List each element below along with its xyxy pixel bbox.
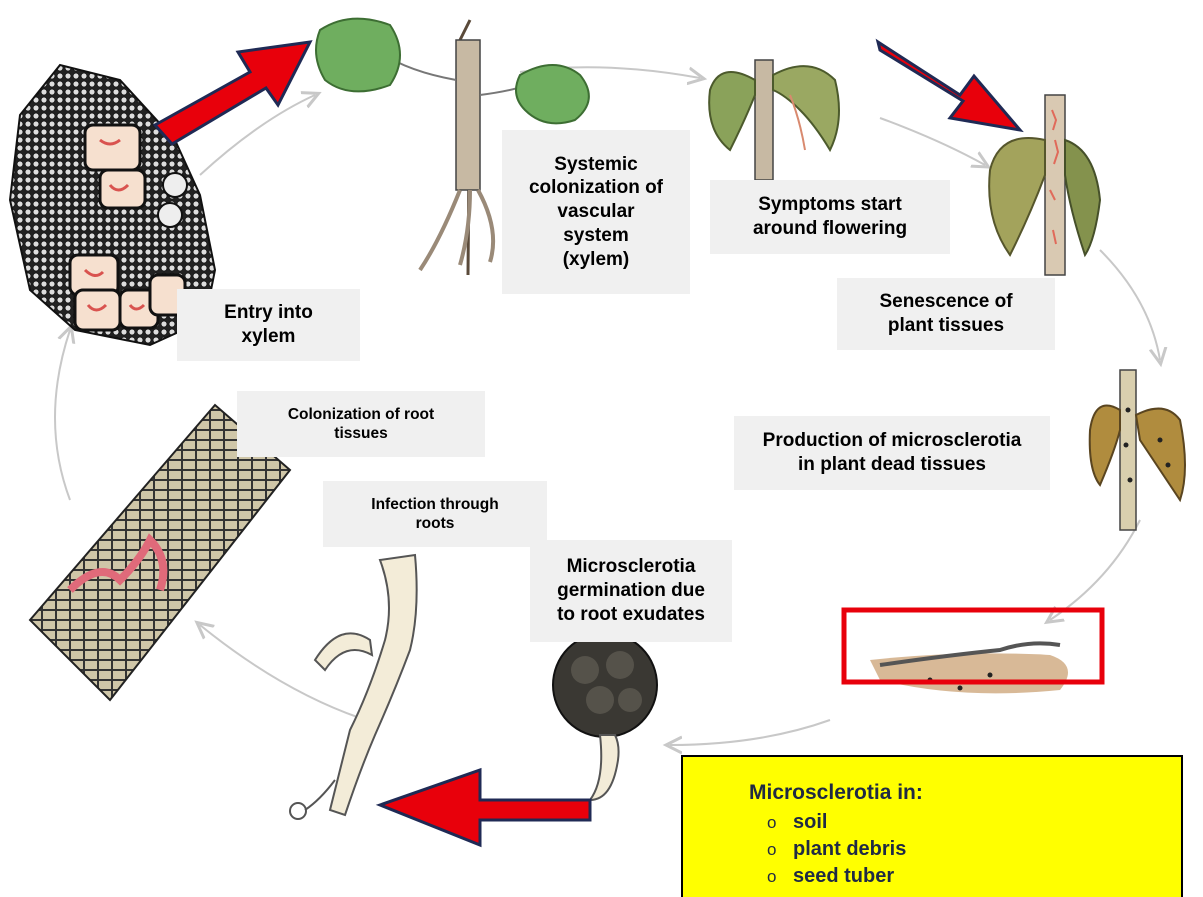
label-senescence: Senescence of plant tissues: [837, 278, 1055, 350]
wilting-plant-illustration: [709, 60, 839, 180]
label-systemic-colonization: Systemic colonization of vascular system…: [502, 130, 690, 294]
label-production-microsclerotia: Production of microsclerotia in plant de…: [734, 416, 1050, 490]
label-colonization-root-tissues: Colonization of root tissues: [237, 391, 485, 457]
cycle-arrow-bottom: [670, 720, 830, 745]
label-microsclerotia-germination: Microsclerotia germination due to root e…: [530, 540, 732, 642]
label-entry-into-xylem: Entry into xylem: [177, 289, 360, 361]
red-arrow-senescence: [878, 42, 1020, 130]
bullet-icon: o: [767, 863, 793, 890]
infected-root-illustration: [290, 555, 417, 819]
infobox-title: Microsclerotia in:: [749, 781, 923, 805]
cycle-arrow-right-upper: [1100, 250, 1160, 360]
dead-tissue-illustration: [1090, 370, 1185, 530]
bullet-icon: o: [767, 836, 793, 863]
soil-debris-illustration: [870, 643, 1068, 693]
cycle-arrow-stem-to-senescence: [880, 118, 985, 165]
red-arrow-entry: [155, 42, 310, 144]
red-arrow-infection: [380, 770, 590, 845]
bullet-icon: o: [767, 809, 793, 836]
label-infection-through-roots: Infection through roots: [323, 481, 547, 547]
cycle-arrow-left: [55, 330, 70, 500]
microsclerotium-illustration: [553, 633, 657, 800]
cycle-arrow-right-lower: [1050, 520, 1140, 620]
label-symptoms-start: Symptoms start around flowering: [710, 180, 950, 254]
